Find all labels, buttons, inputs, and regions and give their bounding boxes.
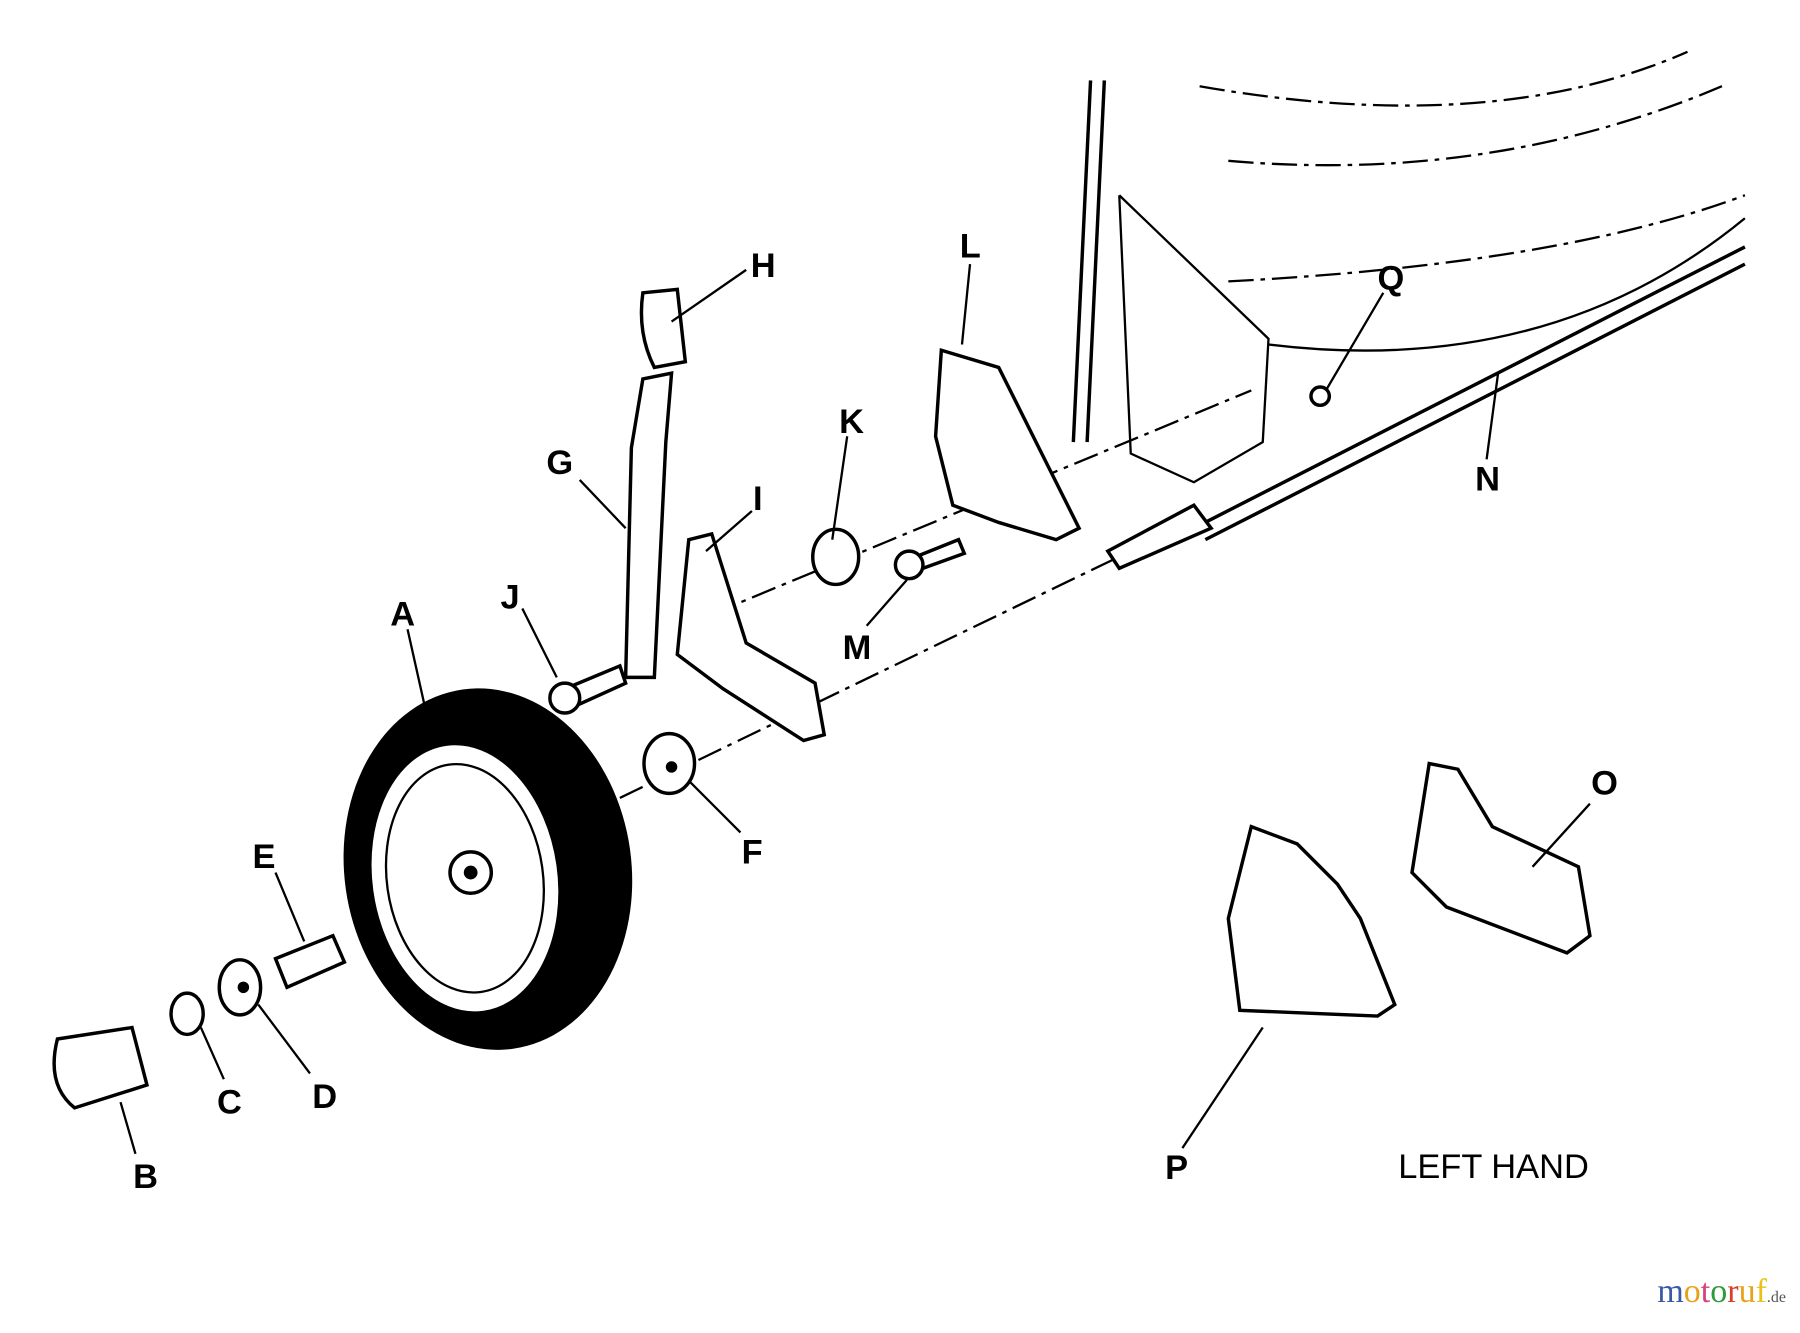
label-i: I — [753, 480, 763, 518]
small-parts — [52, 287, 1332, 1110]
watermark-logo: motoruf.de — [1657, 1273, 1786, 1311]
label-m: M — [843, 629, 872, 667]
label-h: H — [751, 247, 776, 285]
mower-deck — [1071, 50, 1746, 542]
logo-letter: o — [1683, 1273, 1701, 1310]
leader-lines — [119, 264, 1591, 1155]
label-c: C — [217, 1084, 242, 1122]
logo-letter: m — [1657, 1273, 1684, 1310]
label-d: D — [312, 1078, 337, 1116]
label-j: J — [501, 579, 520, 617]
label-l: L — [960, 227, 981, 265]
logo-tld: .de — [1766, 1289, 1786, 1306]
label-q: Q — [1378, 259, 1405, 297]
label-n: N — [1475, 460, 1500, 498]
label-o: O — [1591, 764, 1618, 802]
label-e: E — [253, 838, 276, 876]
left-hand-parts — [1226, 761, 1592, 1018]
label-p: P — [1165, 1149, 1188, 1187]
part-labels: A B C D E F G H I J K L M N O P Q LEFT H… — [133, 227, 1618, 1196]
label-g: G — [546, 444, 573, 482]
label-f: F — [742, 833, 763, 871]
logo-letter: o — [1710, 1273, 1728, 1310]
logo-letter: r — [1727, 1273, 1739, 1310]
label-a: A — [390, 596, 415, 634]
label-k: K — [839, 403, 864, 441]
wheel — [343, 688, 633, 1050]
label-b: B — [133, 1158, 158, 1196]
logo-letter: f — [1755, 1273, 1767, 1310]
caption-left-hand: LEFT HAND — [1398, 1148, 1589, 1186]
logo-letter: t — [1700, 1273, 1711, 1310]
logo-letter: u — [1738, 1273, 1756, 1310]
